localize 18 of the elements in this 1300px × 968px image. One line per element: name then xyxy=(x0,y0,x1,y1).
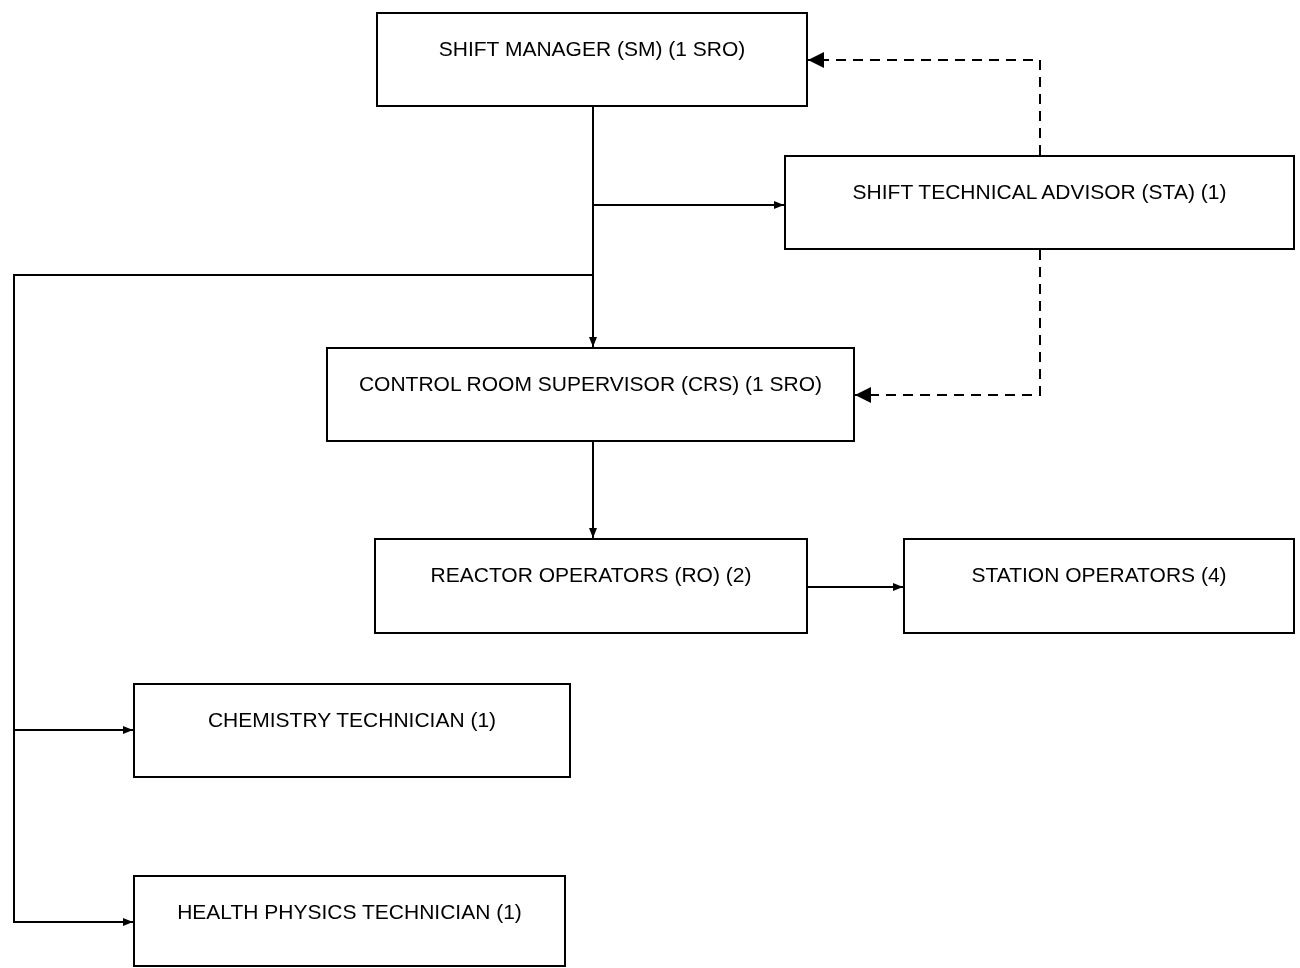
role-box xyxy=(376,12,808,107)
arrow xyxy=(807,52,1041,156)
role-title: STATION OPERATORS (4) xyxy=(971,562,1227,588)
role-title: SHIFT MANAGER (SM) (1 SRO) xyxy=(438,36,746,62)
role-title: CHEMISTRY TECHNICIAN (1) xyxy=(207,707,497,733)
role-box xyxy=(133,875,566,967)
role-box xyxy=(784,155,1295,250)
role-title: REACTOR OPERATORS (RO) (2) xyxy=(430,562,752,588)
arrow xyxy=(589,441,597,539)
role-title: HEALTH PHYSICS TECHNICIAN (1) xyxy=(177,899,522,925)
role-title: CONTROL ROOM SUPERVISOR (CRS) (1 SRO) xyxy=(358,371,823,397)
role-box xyxy=(374,538,808,634)
role-box xyxy=(903,538,1295,634)
arrow xyxy=(854,249,1041,403)
role-box xyxy=(326,347,855,442)
role-box xyxy=(133,683,571,778)
role-title: SHIFT TECHNICAL ADVISOR (STA) (1) xyxy=(852,179,1227,205)
arrow xyxy=(807,583,904,591)
